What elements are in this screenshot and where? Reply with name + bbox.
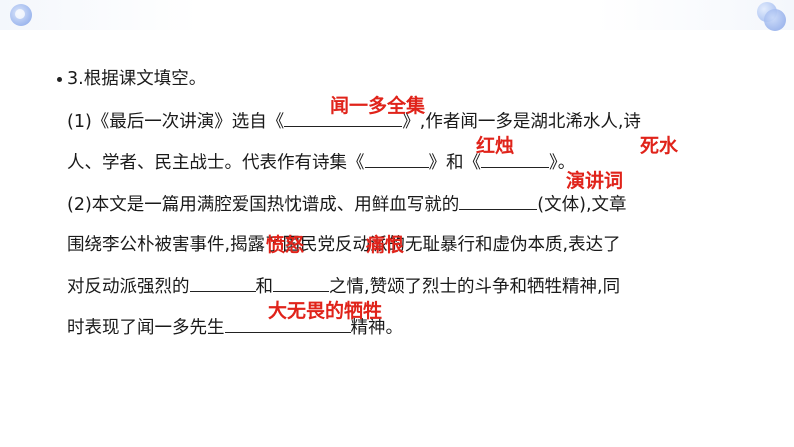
text-segment: 》和《 [428, 153, 482, 173]
text-segment: 对反动派强烈的 [67, 277, 190, 297]
question-p1-line2: 人、学者、民主战士。代表作有诗集《 》和《 》。 [67, 149, 575, 176]
answer-blank[interactable] [481, 149, 549, 168]
text-segment: (2)本文是一篇用满腔爱国热忱谱成、用鲜血写就的 [67, 195, 460, 215]
answer-blank[interactable] [273, 273, 329, 292]
text-segment: 》,作者闻一多是湖北浠水人,诗 [402, 112, 641, 132]
text-segment: 精神。 [350, 318, 404, 338]
text-segment: 之情,赞颂了烈士的斗争和牺牲精神,同 [329, 277, 621, 297]
answer-blank[interactable] [364, 149, 429, 168]
answer-genre: 演讲词 [566, 170, 624, 192]
question-title: 3.根据课文填空。 [67, 69, 207, 89]
bubble-decoration-icon [764, 9, 786, 31]
answer-blank[interactable] [284, 108, 403, 127]
answer-poetry-1: 红烛 [476, 135, 515, 157]
question-p2-line1: (2)本文是一篇用满腔爱国热忱谱成、用鲜血写就的 (文体),文章 [67, 191, 627, 218]
text-segment: (文体),文章 [537, 195, 627, 215]
question-p1-line1: (1)《最后一次讲演》选自《 》,作者闻一多是湖北浠水人,诗 [67, 108, 641, 135]
text-segment: (1)《最后一次讲演》选自《 [67, 112, 285, 132]
top-bar [0, 0, 794, 31]
text-segment: 人、学者、民主战士。代表作有诗集《 [67, 153, 365, 173]
answer-spirit: 大无畏的牺牲 [268, 300, 383, 322]
bubble-decoration-icon [10, 4, 32, 26]
text-segment: 》。 [549, 153, 576, 173]
answer-blank[interactable] [459, 191, 538, 210]
text-segment: 和 [255, 277, 274, 297]
bullet-dot [57, 77, 62, 82]
question-p2-line3: 对反动派强烈的 和 之情,赞颂了烈士的斗争和牺牲精神,同 [67, 273, 620, 300]
text-segment: 时表现了闻一多先生 [67, 318, 225, 338]
answer-blank[interactable] [224, 314, 351, 333]
answer-emotion-2: 痛恨 [366, 234, 405, 256]
answer-emotion-1: 愤怒 [266, 234, 305, 256]
question-p2-line4: 时表现了闻一多先生 精神。 [67, 314, 403, 341]
question-p2-line2: 围绕李公朴被害事件,揭露了国民党反动派的无耻暴行和虚伪本质,表达了 [67, 235, 621, 255]
answer-blank[interactable] [189, 273, 256, 292]
answer-source-book: 闻一多全集 [330, 95, 426, 117]
answer-poetry-2: 死水 [640, 135, 679, 157]
